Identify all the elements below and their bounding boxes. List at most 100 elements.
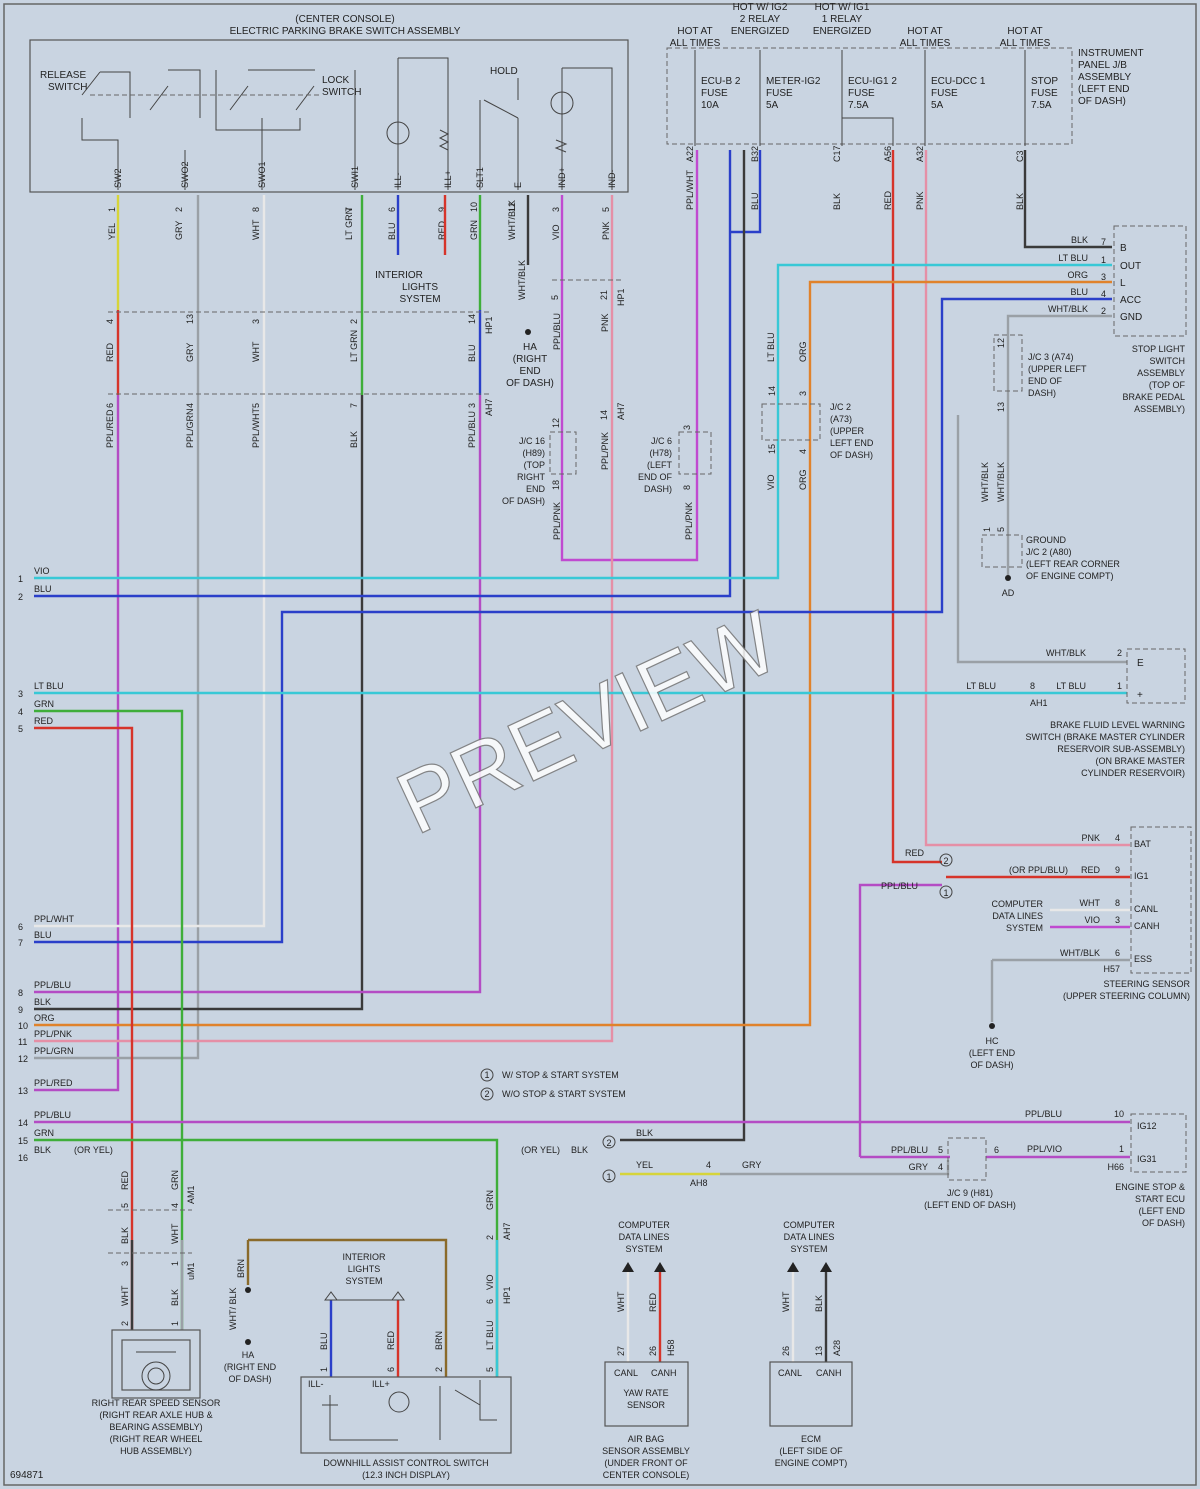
wire <box>620 150 746 1142</box>
wire-label: STEERING SENSOR <box>1103 979 1190 989</box>
console-pin-number: 12 <box>507 202 517 212</box>
svg-text:ASSEMBLY: ASSEMBLY <box>1078 72 1131 83</box>
wire-label: A28 <box>832 1340 842 1356</box>
ground-label: (LEFT REAR CORNER <box>1026 559 1120 569</box>
diagram-id: 694871 <box>10 1470 44 1481</box>
fuse-name: FUSE <box>1031 88 1058 99</box>
wire-label: 8 <box>1115 898 1120 908</box>
mid-wire-color: WHT <box>251 341 261 362</box>
wire-label: ILL+ <box>372 1379 390 1389</box>
wire-label: 3 <box>120 1261 130 1266</box>
wire-label: WHT/BLK <box>996 462 1006 502</box>
speed-sensor-label: HUB ASSEMBLY) <box>120 1446 192 1456</box>
harness-pin-number: 10 <box>18 1021 28 1031</box>
fuse-pin: C3 <box>1015 150 1025 162</box>
wire-label: (RIGHT END <box>224 1362 277 1372</box>
console-wire-color: VIO <box>551 224 561 240</box>
wire-label: RED <box>386 1330 396 1350</box>
fuse-pin: B32 <box>750 146 760 162</box>
wire-label: 4 <box>1101 289 1106 299</box>
wire-label: ILL- <box>308 1379 324 1389</box>
wire-label: 1 <box>943 888 948 898</box>
wire-label: (UPPER STEERING COLUMN) <box>1063 991 1190 1001</box>
harness-wire-color: PPL/RED <box>34 1078 73 1088</box>
wire-label: 1 <box>982 527 992 532</box>
wire-label: 6 <box>386 1367 396 1372</box>
fuse-header: 2 RELAY <box>740 14 781 25</box>
wire-label: RED <box>120 1170 130 1190</box>
console-pin-number: 10 <box>469 202 479 212</box>
wire-label: AH7 <box>502 1222 512 1240</box>
wire-label: 14 <box>599 410 609 420</box>
wire-label: HP1 <box>502 1286 512 1304</box>
wire-label: 12 <box>551 418 561 428</box>
wire-label: 2 <box>484 1089 489 1099</box>
harness-wire-color: RED <box>34 716 54 726</box>
jc16-label: J/C 16 <box>519 436 545 446</box>
wire-label: 5 <box>120 1203 130 1208</box>
wire-label: VIO <box>485 1274 495 1290</box>
console-wire-color: WHT/BLK <box>507 200 517 240</box>
wire-label: BLK <box>1071 235 1088 245</box>
wire-label: 15 <box>767 444 777 454</box>
wire-label: 3 <box>1101 272 1106 282</box>
wire <box>34 395 120 1092</box>
steering-pin: CANH <box>1134 921 1160 931</box>
wire-label: WHT <box>616 1291 626 1312</box>
fuse-name: 10A <box>701 100 719 111</box>
jc6-label: (LEFT <box>647 460 673 470</box>
low-wire-color: PPL/GRN <box>185 408 195 448</box>
console-pin-number: 5 <box>601 207 611 212</box>
wire-harness <box>34 150 1130 1377</box>
mid-wire-color: RED <box>105 342 115 362</box>
wire-label: 5 <box>938 1145 943 1155</box>
fuse-name: 5A <box>931 100 944 111</box>
fuse-header: HOT AT <box>907 26 942 37</box>
wire <box>34 395 364 1011</box>
junction-connector <box>981 534 1023 568</box>
wire-label: BLK <box>170 1289 180 1306</box>
ground-point <box>1005 575 1011 581</box>
wire-label: WHT/BLK <box>1060 948 1100 958</box>
wire-label: SENSOR <box>627 1400 666 1410</box>
cdl-label: DATA LINES <box>992 911 1043 921</box>
wire <box>990 958 1130 1022</box>
console-pin-number: 2 <box>174 207 184 212</box>
hp1-id: HP1 <box>484 316 494 334</box>
fuse-name: ECU-B 2 <box>701 76 741 87</box>
svg-text:OF DASH): OF DASH) <box>1078 96 1126 107</box>
stop-switch-label: ASSEMBLY) <box>1134 404 1185 414</box>
svg-text:PANEL J/B: PANEL J/B <box>1078 60 1127 71</box>
ground-label: OF ENGINE COMPT) <box>1026 571 1114 581</box>
fuse-wire-color: BLU <box>750 192 760 210</box>
wire-label: 1 <box>1101 255 1106 265</box>
wire-label: 26 <box>648 1346 658 1356</box>
svg-text:INSTRUMENT: INSTRUMENT <box>1078 48 1144 59</box>
speed-sensor-label: BEARING ASSEMBLY) <box>109 1422 202 1432</box>
fuse-name: 7.5A <box>848 100 869 111</box>
console-title-1: (CENTER CONSOLE) <box>295 14 394 25</box>
fuse-name: ECU-IG1 2 <box>848 76 897 87</box>
wire-label: YAW RATE <box>623 1388 668 1398</box>
ah7-pin: 6 <box>105 403 115 408</box>
harness-pin-number: 11 <box>18 1037 27 1047</box>
jc2-label: (A73) <box>830 414 852 424</box>
harness-pin-number: 8 <box>18 988 23 998</box>
jc16-label: RIGHT <box>517 472 546 482</box>
wire-label: WHT/BLK <box>980 462 990 502</box>
console-wire-color: BLU <box>387 222 397 240</box>
wire-label: COMPUTER <box>783 1220 835 1230</box>
wire-label: + <box>1137 690 1143 701</box>
wire-label: 2 <box>434 1367 444 1372</box>
junction-connector <box>678 431 712 475</box>
wire <box>858 883 942 1157</box>
junction-connector <box>761 403 821 441</box>
wire <box>34 709 184 1330</box>
wire-label: VIO <box>1084 915 1100 925</box>
engine-stop-label: START ECU <box>1135 1194 1185 1204</box>
fuse-header: ALL TIMES <box>670 38 721 49</box>
wire-label: IG31 <box>1137 1154 1157 1164</box>
